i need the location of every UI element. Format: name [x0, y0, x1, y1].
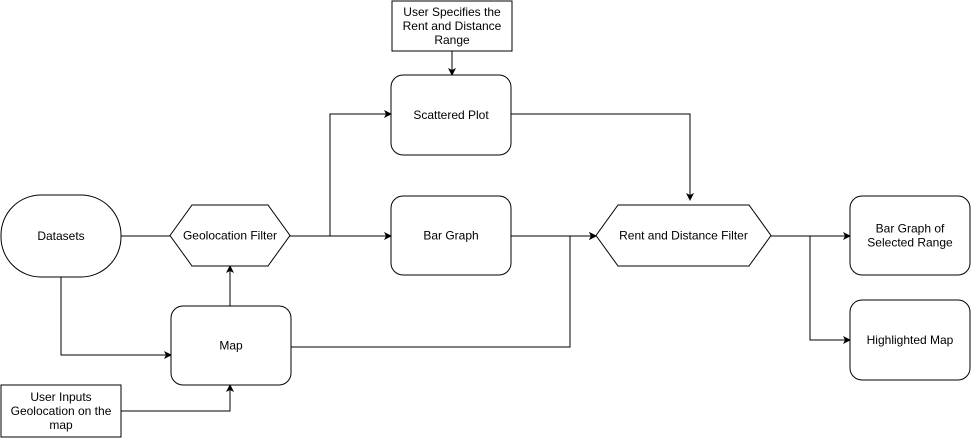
edge-rent-distance-filter-to-highlighted-map: [809, 236, 851, 344]
node-scattered-plot-shape: [390, 74, 512, 156]
node-user-specifies-range-label-line: Range: [434, 33, 470, 47]
node-bar-graph-selected-range-shape: [849, 195, 971, 276]
node-geolocation-filter-shape: [169, 204, 291, 267]
node-bar-graph-selected-range-label-line: Bar Graph of: [876, 222, 945, 236]
edge-scattered-plot-to-rent-distance-filter: [511, 113, 694, 201]
node-user-inputs-geolocation-label-line: Geolocation on the: [11, 404, 112, 418]
node-highlighted-map: Highlighted Map: [849, 299, 971, 381]
edge-map-to-rent-distance-filter: [291, 232, 597, 348]
node-geolocation-filter: Geolocation Filter: [169, 204, 291, 267]
node-map: Map: [170, 305, 292, 386]
node-scattered-plot: Scattered Plot: [390, 74, 512, 156]
node-rent-distance-filter-label-line: Rent and Distance Filter: [619, 229, 748, 243]
node-scattered-plot-label-line: Scattered Plot: [413, 108, 489, 122]
node-datasets-shape: [0, 194, 122, 278]
node-highlighted-map-shape: [849, 299, 971, 381]
node-bar-graph: Bar Graph: [390, 195, 512, 276]
node-user-specifies-range-shape: [391, 0, 513, 52]
node-bar-graph-label-line: Bar Graph: [423, 229, 478, 243]
node-map-label-line: Map: [219, 339, 243, 353]
node-rent-distance-filter-shape: [595, 204, 772, 267]
node-user-specifies-range-label-line: Rent and Distance: [403, 19, 502, 33]
node-highlighted-map-label-line: Highlighted Map: [867, 333, 954, 347]
node-bar-graph-shape: [390, 195, 512, 276]
node-user-inputs-geolocation-label-line: User Inputs: [30, 390, 91, 404]
node-geolocation-filter-label-line: Geolocation Filter: [183, 229, 277, 243]
edge-geolocation-filter-to-scattered-plot: [290, 110, 392, 237]
node-bar-graph-selected-range-label-line: Selected Range: [867, 236, 953, 250]
edge-user-inputs-geolocation-to-map: [121, 384, 234, 412]
node-user-inputs-geolocation-label-line: map: [49, 418, 73, 432]
node-rent-distance-filter: Rent and Distance Filter: [595, 204, 772, 267]
node-datasets-label-line: Datasets: [37, 229, 84, 243]
node-user-inputs-geolocation-shape: [0, 384, 122, 438]
node-user-specifies-range-label-line: User Specifies the: [403, 5, 501, 19]
node-map-shape: [170, 305, 292, 386]
edge-datasets-to-map: [60, 277, 172, 359]
node-datasets: Datasets: [0, 194, 122, 278]
